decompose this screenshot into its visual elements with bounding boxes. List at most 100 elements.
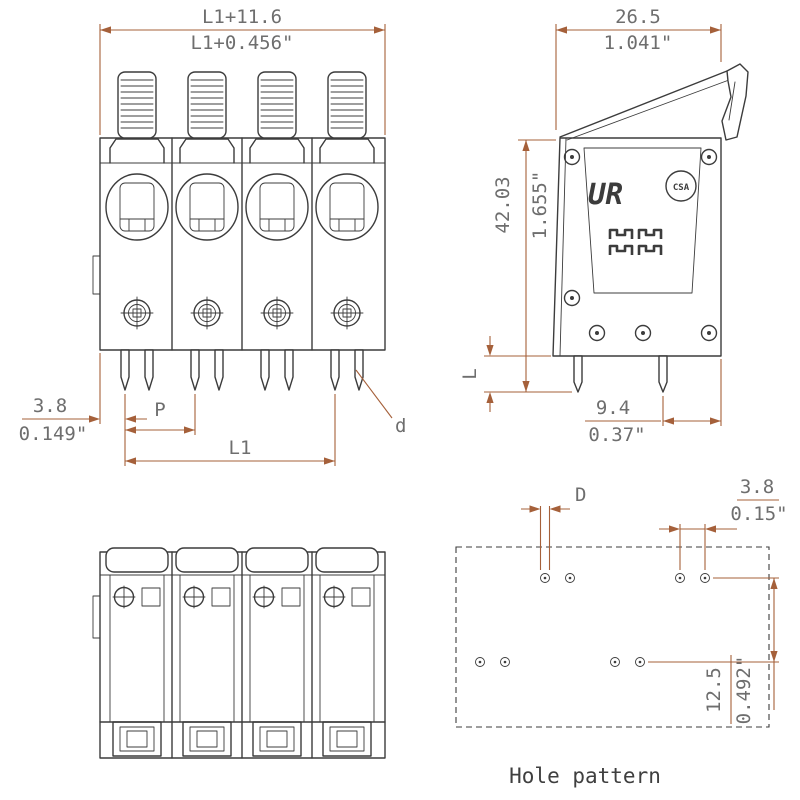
screw — [588, 324, 606, 342]
front-pole-2 — [175, 71, 239, 391]
side-body-left-edge — [559, 137, 567, 357]
front-edge-offset-mm: 3.8 — [33, 395, 67, 417]
arrowheads — [486, 345, 494, 403]
screw — [700, 324, 718, 342]
screw-center — [570, 155, 574, 159]
hole — [675, 573, 685, 583]
side-body-outline — [552, 137, 722, 357]
rear-side-tab — [92, 595, 101, 639]
row-spacing-in: 0.492" — [733, 656, 755, 725]
lever-inner-edge — [566, 79, 730, 141]
rear-pole-3 — [245, 547, 309, 757]
dimension-row-spacing: 12.5 0.492" — [648, 577, 779, 725]
hole-center — [638, 660, 642, 664]
side-pin-length-label: L — [459, 368, 481, 379]
rear-pole-dividers — [171, 551, 313, 759]
dimension-front-width: L1+11.6 L1+0.456" — [99, 6, 386, 135]
hole — [700, 573, 710, 583]
lever-hook-detail — [728, 81, 736, 121]
release-lever — [559, 63, 749, 141]
dimension-side-pin-edge: 9.4 0.37" — [585, 359, 722, 446]
hole-pair-in: 0.15" — [730, 503, 787, 525]
front-pin-label: d — [395, 415, 406, 437]
hole — [635, 657, 645, 667]
front-width-mm: L1+11.6 — [202, 6, 282, 28]
lever-edge — [559, 70, 728, 138]
hole-center — [568, 576, 572, 580]
hole — [540, 573, 550, 583]
hole-center — [613, 660, 617, 664]
lever-hook — [721, 63, 749, 141]
hole-center — [678, 576, 682, 580]
dimension-hole-diameter: D — [521, 484, 586, 570]
front-pole-4 — [315, 71, 379, 391]
row-spacing-mm: 12.5 — [703, 667, 725, 713]
holes — [475, 573, 710, 667]
leader-line — [355, 369, 393, 419]
side-solder-pins — [573, 355, 668, 393]
hole-center — [703, 576, 707, 580]
front-edge-offset-in: 0.149" — [19, 423, 88, 445]
front-pole-1 — [105, 71, 169, 391]
side-pin-edge-in: 0.37" — [588, 424, 645, 446]
side-label-panel — [583, 147, 702, 294]
dimension-front-pin: d — [355, 369, 406, 437]
arrowheads — [529, 505, 561, 513]
screw — [700, 148, 718, 166]
hole-pattern-caption: Hole pattern — [509, 764, 661, 788]
front-side-tab — [92, 255, 101, 295]
side-height-in: 1.655" — [529, 171, 551, 240]
csa-logo: CSA — [665, 170, 697, 202]
hole — [610, 657, 620, 667]
side-view: UR CSA 26.5 1.041" 42.03 1.655" L — [459, 6, 749, 446]
front-pole-dividers — [171, 137, 313, 351]
screw — [563, 148, 581, 166]
front-pitch-label: P — [154, 399, 165, 421]
dimension-side-height: 42.03 1.655" — [492, 139, 570, 393]
front-body — [92, 137, 386, 351]
side-width-in: 1.041" — [604, 32, 673, 54]
side-pin-edge-mm: 9.4 — [596, 397, 630, 419]
hole — [565, 573, 575, 583]
arrowheads — [89, 415, 136, 423]
arrowheads — [669, 525, 716, 533]
hole — [475, 657, 485, 667]
hole — [500, 657, 510, 667]
screw-center — [570, 296, 574, 300]
extension-lines — [539, 506, 551, 570]
dimension-front-edge-offset: 3.8 0.149" — [19, 353, 147, 466]
screw — [634, 324, 652, 342]
front-view: L1+11.6 L1+0.456" 3.8 0.149" P L1 d — [19, 6, 406, 466]
screw-center — [707, 155, 711, 159]
board-outline — [455, 546, 770, 728]
screw-center — [707, 331, 711, 335]
csa-logo-circle — [665, 170, 697, 202]
dimension-front-pitch: P — [125, 394, 196, 435]
extension-lines — [662, 359, 722, 426]
rear-view — [92, 547, 386, 759]
rear-pole-4 — [315, 547, 379, 757]
rear-pole-2 — [175, 547, 239, 757]
screw — [563, 289, 581, 307]
hole-center — [543, 576, 547, 580]
mounting-screws — [563, 148, 718, 342]
front-pole-3 — [245, 71, 309, 391]
hole-diameter-label: D — [575, 484, 586, 506]
side-height-mm: 42.03 — [492, 176, 514, 233]
hole-center — [503, 660, 507, 664]
manufacturer-logo — [608, 228, 663, 255]
dimension-side-width: 26.5 1.041" — [555, 6, 722, 130]
rear-pole-1 — [105, 547, 169, 757]
dimension-side-pin-length: L — [459, 336, 572, 412]
hole-pair-mm: 3.8 — [740, 476, 774, 498]
extension-lines — [99, 24, 386, 135]
front-length-label: L1 — [229, 437, 252, 459]
side-width-mm: 26.5 — [615, 6, 661, 28]
screw-center — [641, 331, 645, 335]
hole-center — [478, 660, 482, 664]
hole-pattern-view: D 3.8 0.15" 12.5 0.492" Hole pattern — [455, 476, 788, 788]
dimension-front-length: L1 — [125, 394, 336, 466]
extension-lines — [648, 577, 779, 663]
ul-recognized-logo: UR — [588, 177, 623, 211]
